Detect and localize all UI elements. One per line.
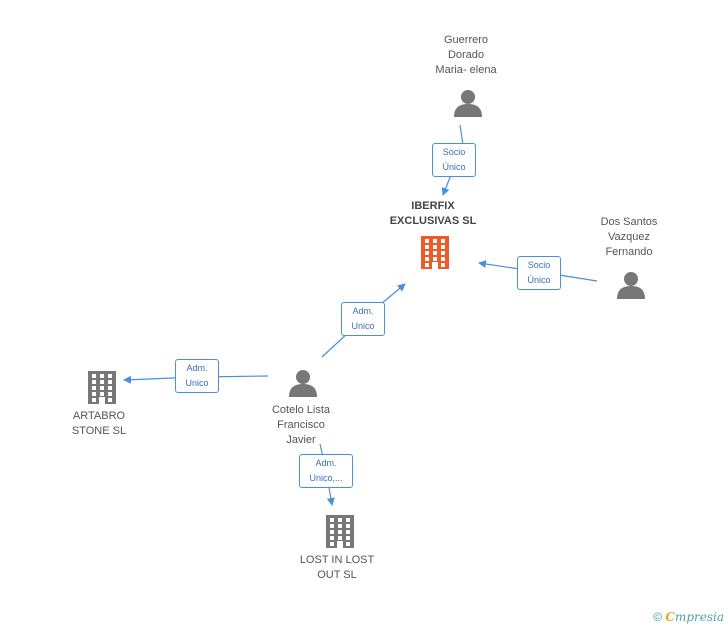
building-window bbox=[330, 542, 334, 546]
building-window bbox=[425, 257, 429, 261]
building-window bbox=[346, 530, 350, 534]
building-window bbox=[100, 380, 104, 384]
building-window bbox=[100, 392, 104, 396]
building-window bbox=[441, 239, 445, 243]
building-window bbox=[92, 386, 96, 390]
dos-santos-person-icon[interactable] bbox=[617, 272, 645, 299]
node-label-guerrero[interactable]: Guerrero Dorado Maria- elena bbox=[435, 34, 497, 76]
building-door bbox=[337, 541, 343, 548]
building-window bbox=[346, 518, 350, 522]
building-window bbox=[338, 518, 342, 522]
building-window bbox=[330, 536, 334, 540]
building-window bbox=[425, 263, 429, 267]
building-window bbox=[433, 239, 437, 243]
building-window bbox=[100, 374, 104, 378]
artabro-building-icon[interactable] bbox=[88, 371, 116, 404]
copyright-icon: © bbox=[653, 610, 663, 624]
building-window bbox=[346, 536, 350, 540]
footer-brand: © Cmpresia bbox=[653, 610, 724, 624]
building-window bbox=[433, 257, 437, 261]
building-window bbox=[433, 245, 437, 249]
building-window bbox=[346, 524, 350, 528]
building-door bbox=[432, 262, 438, 269]
edge-label-cotelo-artabro[interactable]: Adm. Unico bbox=[175, 359, 219, 393]
building-window bbox=[108, 392, 112, 396]
edge-label-cotelo-main[interactable]: Adm. Unico bbox=[341, 302, 385, 336]
building-window bbox=[330, 530, 334, 534]
edge-label-guerrero-main[interactable]: Socio Único bbox=[432, 143, 476, 177]
building-window bbox=[425, 245, 429, 249]
building-window bbox=[338, 530, 342, 534]
building-window bbox=[92, 392, 96, 396]
building-window bbox=[92, 398, 96, 402]
building-window bbox=[441, 257, 445, 261]
edge-label-dos-santos-main[interactable]: Socio Único bbox=[517, 256, 561, 290]
building-window bbox=[338, 536, 342, 540]
building-window bbox=[425, 251, 429, 255]
node-label-lost[interactable]: LOST IN LOST OUT SL bbox=[299, 554, 375, 581]
node-label-iberfix[interactable]: IBERFIX EXCLUSIVAS SL bbox=[389, 200, 477, 227]
building-window bbox=[108, 398, 112, 402]
building-window bbox=[441, 245, 445, 249]
node-label-dos-santos[interactable]: Dos Santos Vazquez Fernando bbox=[600, 216, 658, 258]
building-window bbox=[441, 263, 445, 267]
node-label-artabro[interactable]: ARTABRO STONE SL bbox=[71, 410, 127, 437]
building-window bbox=[425, 239, 429, 243]
cotelo-person-icon[interactable] bbox=[289, 370, 317, 397]
building-door bbox=[99, 397, 105, 404]
building-window bbox=[441, 251, 445, 255]
building-window bbox=[433, 251, 437, 255]
building-window bbox=[108, 374, 112, 378]
building-window bbox=[92, 374, 96, 378]
building-window bbox=[108, 386, 112, 390]
main-company-building-icon[interactable] bbox=[421, 236, 449, 269]
edge-label-cotelo-lost[interactable]: Adm. Unico,... bbox=[299, 454, 353, 488]
building-window bbox=[330, 524, 334, 528]
guerrero-person-icon[interactable] bbox=[454, 90, 482, 117]
building-window bbox=[108, 380, 112, 384]
node-label-cotelo[interactable]: Cotelo Lista Francisco Javier bbox=[271, 404, 331, 446]
building-window bbox=[330, 518, 334, 522]
building-window bbox=[346, 542, 350, 546]
building-window bbox=[100, 386, 104, 390]
brand-logo: Cmpresia bbox=[665, 610, 724, 624]
lost-building-icon[interactable] bbox=[326, 515, 354, 548]
building-window bbox=[92, 380, 96, 384]
building-window bbox=[338, 524, 342, 528]
